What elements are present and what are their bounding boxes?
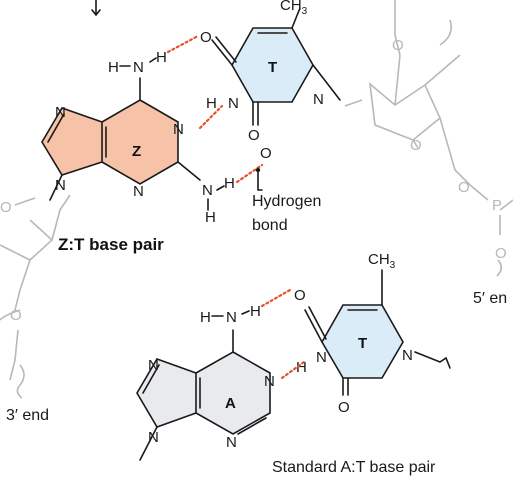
t-top-n3: N	[228, 95, 239, 112]
a-five-ring	[137, 359, 196, 427]
a-n9: N	[148, 429, 159, 446]
z-amine-bonds	[119, 57, 157, 67]
t-bottom-h3: H	[296, 359, 307, 376]
five-prime-end-label: 5′ en	[473, 290, 507, 307]
z-n1: N	[173, 121, 184, 138]
backbone-oxygen: O	[10, 307, 22, 324]
a-amine-h: H	[200, 309, 211, 326]
t-top-h3: H	[206, 95, 217, 112]
hbond-top-1	[166, 34, 200, 54]
a-n3: N	[226, 434, 237, 451]
t-top-o2: O	[248, 127, 260, 144]
z-ring-label: Z	[132, 143, 141, 160]
a-n1: N	[264, 373, 275, 390]
t-top-o2b: O	[260, 145, 272, 162]
a-n7: N	[148, 357, 159, 374]
arrow-down-icon	[91, 0, 101, 17]
a-bonds	[136, 329, 271, 461]
backbone-oxygen: O	[458, 179, 470, 196]
hbond-top-2	[198, 104, 224, 130]
a-amine-h: H	[250, 303, 261, 320]
z-bonds	[41, 77, 201, 201]
t-top-ring	[232, 28, 313, 102]
three-prime-end-label: 3′ end	[6, 407, 49, 424]
t-bottom-methyl: CH3	[368, 251, 396, 271]
hbond-bottom-1	[260, 288, 292, 308]
at-caption: Standard A:T base pair	[272, 459, 436, 476]
hbond-bottom-2	[280, 360, 306, 380]
t-top-ring-label: T	[268, 59, 277, 76]
backbone-oxygen: O	[495, 245, 507, 262]
t-top-n1: N	[313, 91, 324, 108]
backbone-oxygen: O	[0, 199, 12, 216]
z-amine-h: H	[156, 49, 167, 66]
hydrogen-bond-pointer	[257, 171, 263, 191]
hydrogen-bond-label-2: bond	[252, 217, 288, 234]
t-top-methyl: CH3	[280, 0, 308, 17]
backbone-structure	[0, 0, 513, 399]
z-amine2-bonds	[207, 185, 225, 211]
z-n9: N	[55, 177, 66, 194]
t-bottom-n1: N	[402, 347, 413, 364]
z-n3: N	[133, 183, 144, 200]
z-amine2-h: H	[224, 175, 235, 192]
t-top-bonds	[211, 7, 341, 126]
t-bottom-n3: N	[316, 349, 327, 366]
a-amine-n: N	[226, 309, 237, 326]
t-bottom-o4: O	[294, 287, 306, 304]
z-amine-n: N	[133, 59, 144, 76]
z-amine-h: H	[108, 59, 119, 76]
a-ring-label: A	[225, 395, 236, 412]
t-bottom-bonds	[304, 269, 451, 396]
z-n7: N	[55, 104, 66, 121]
zt-caption: Z:T base pair	[58, 235, 164, 254]
t-top-o4: O	[200, 29, 212, 46]
t-bottom-ring	[322, 305, 403, 378]
backbone-phosphorus: P	[492, 197, 502, 214]
hydrogen-bond-label: Hydrogen	[252, 193, 321, 210]
z-six-ring	[102, 100, 178, 184]
backbone-oxygen: O	[410, 137, 422, 154]
a-six-ring	[196, 352, 270, 434]
hydrogen-bond-dot	[255, 167, 261, 173]
z-amine2-n: N	[202, 182, 213, 199]
backbone-oxygen: O	[392, 37, 404, 54]
z-amine2-h: H	[205, 209, 216, 226]
t-bottom-ring-label: T	[358, 335, 367, 352]
a-amine-bonds	[211, 310, 250, 317]
t-bottom-o2: O	[338, 399, 350, 416]
